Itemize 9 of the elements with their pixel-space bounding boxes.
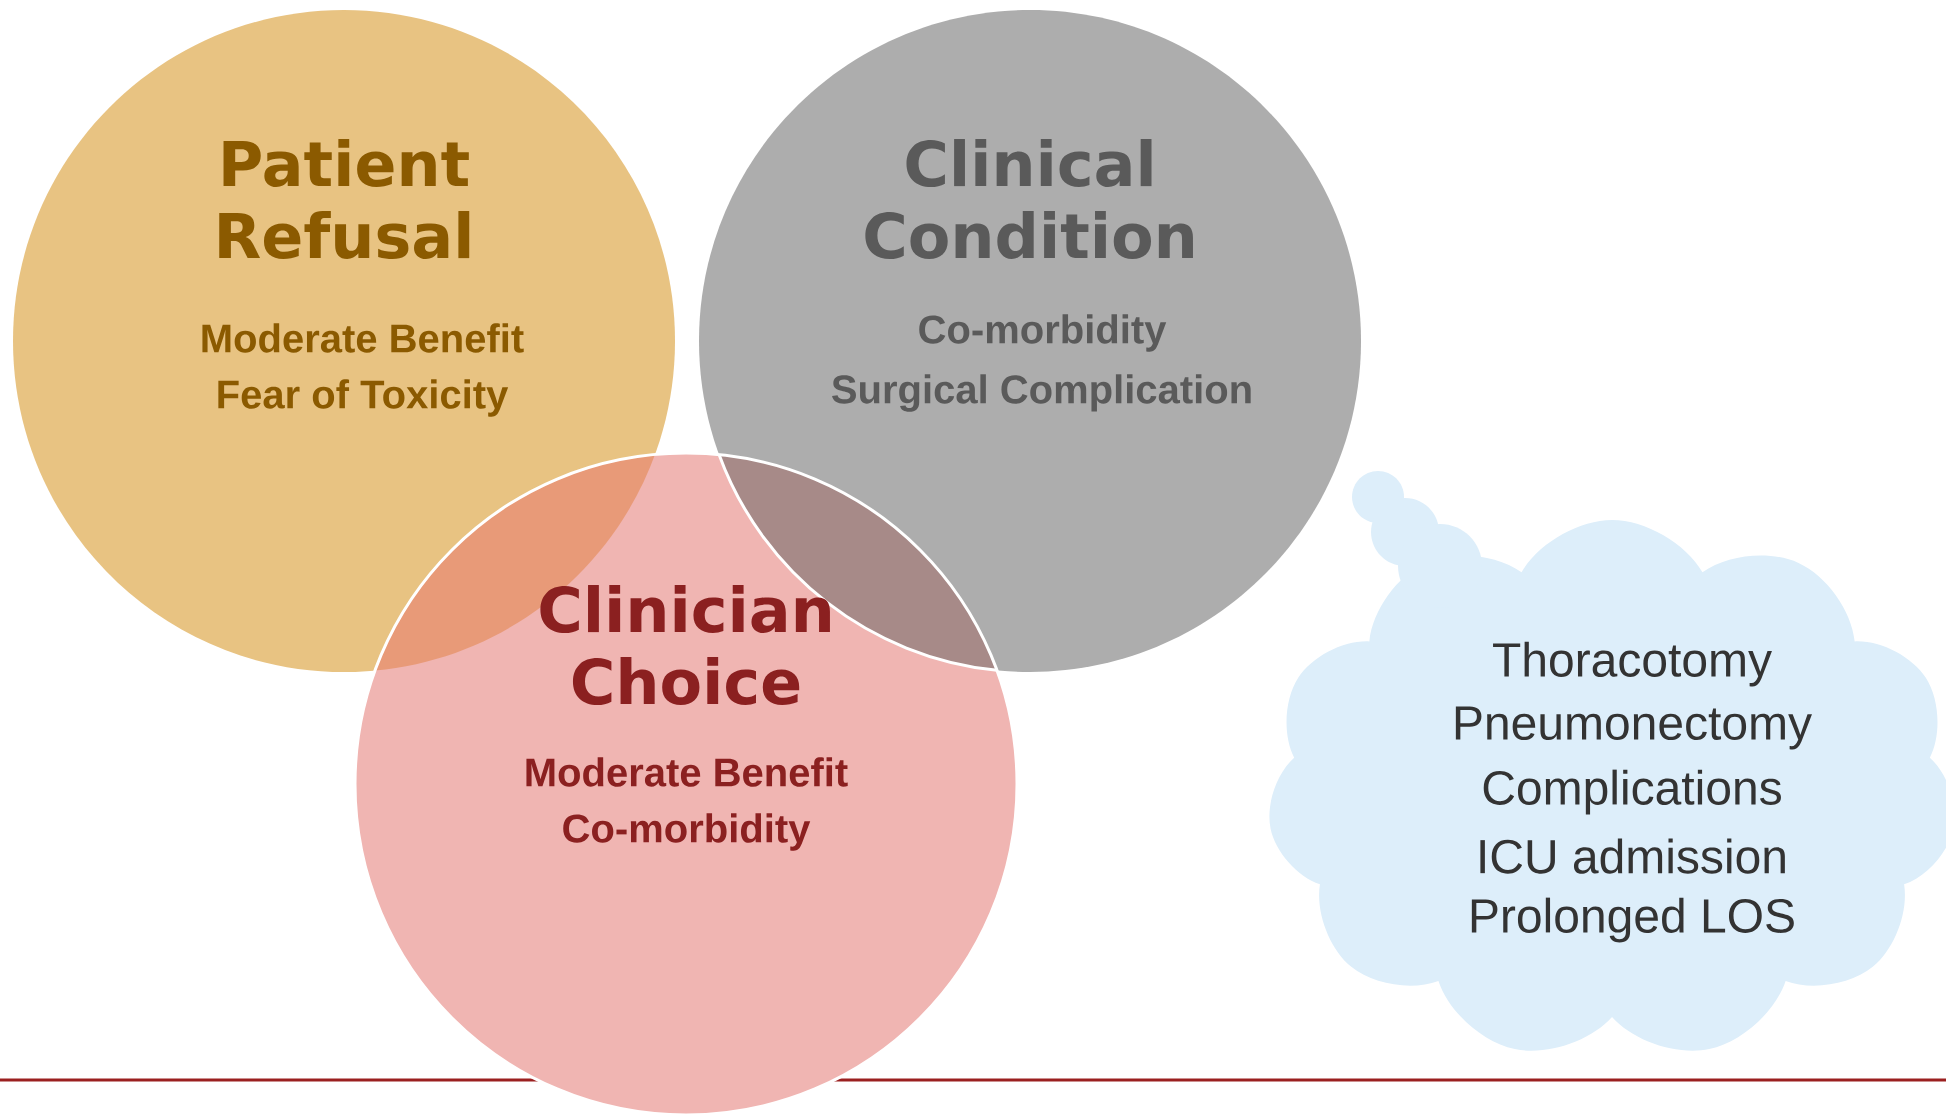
circle-text: Moderate Benefit [526, 757, 848, 787]
circle-text: Surgical Complication [832, 374, 1251, 412]
circle-text: Co-morbidity [919, 314, 1167, 352]
circle-text: Moderate Benefit [202, 323, 524, 353]
circle-title: Clinical Condition [865, 139, 1193, 259]
circle-title: Clinician Choice [540, 585, 830, 705]
circle-text: Co-morbidity [563, 813, 811, 851]
circle-title: Patient Refusal [219, 139, 470, 259]
circle-text: Fear of Toxicity [218, 379, 509, 417]
